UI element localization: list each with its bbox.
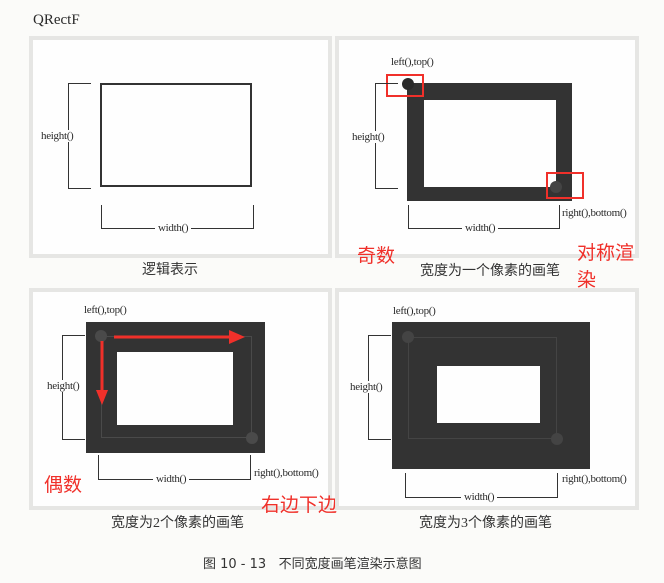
panel-logical bbox=[29, 36, 332, 258]
top-left-point bbox=[95, 330, 107, 342]
top-left-point bbox=[402, 331, 414, 343]
panel-caption: 宽度为3个像素的画笔 bbox=[419, 516, 552, 531]
bottom-right-point bbox=[246, 432, 258, 444]
annotation-symmetric-line1: 对称渲 bbox=[577, 242, 635, 264]
width-label: width() bbox=[155, 222, 192, 234]
pen-rect-inner bbox=[117, 352, 233, 425]
top-left-label: left(),top() bbox=[393, 305, 436, 317]
width-label: width() bbox=[461, 491, 498, 503]
annotation-right-bottom: 右边下边 bbox=[261, 494, 338, 516]
bottom-right-label: right(),bottom() bbox=[562, 473, 627, 485]
bottom-right-point bbox=[551, 433, 563, 445]
annotation-even: 偶数 bbox=[44, 474, 83, 496]
top-left-label: left(),top() bbox=[84, 304, 127, 316]
width-label: width() bbox=[153, 473, 190, 485]
highlight-box-top-left bbox=[386, 74, 424, 97]
height-label: height() bbox=[350, 381, 383, 393]
width-label: width() bbox=[462, 222, 499, 234]
bottom-right-label: right(),bottom() bbox=[562, 207, 627, 219]
annotation-odd: 奇数 bbox=[357, 245, 396, 267]
top-left-label: left(),top() bbox=[391, 56, 434, 68]
figure-caption: 图 10 - 13 不同宽度画笔渲染示意图 bbox=[203, 557, 422, 572]
panel-1px-pen bbox=[335, 36, 639, 258]
annotation-symmetric: 对称渲 染 bbox=[577, 243, 634, 291]
logical-rect-outline bbox=[408, 337, 557, 439]
arrow-down-head bbox=[96, 390, 108, 405]
panel-caption: 宽度为一个像素的画笔 bbox=[420, 264, 560, 279]
height-label: height() bbox=[47, 380, 80, 392]
bottom-right-point bbox=[550, 181, 562, 193]
title: QRectF bbox=[33, 12, 80, 28]
highlight-box-bottom-right bbox=[546, 172, 584, 199]
pen-rect-inner bbox=[437, 366, 540, 423]
height-label: height() bbox=[41, 130, 74, 142]
annotation-symmetric-line2: 染 bbox=[577, 269, 597, 291]
arrow-right-head bbox=[229, 330, 245, 344]
bottom-right-label: right(),bottom() bbox=[254, 467, 319, 479]
top-left-point bbox=[402, 78, 414, 90]
logical-rect bbox=[100, 83, 252, 187]
panel-caption: 逻辑表示 bbox=[142, 263, 198, 278]
panel-caption: 宽度为2个像素的画笔 bbox=[111, 516, 244, 531]
height-label: height() bbox=[352, 131, 385, 143]
pen-rect-inner bbox=[424, 100, 556, 187]
